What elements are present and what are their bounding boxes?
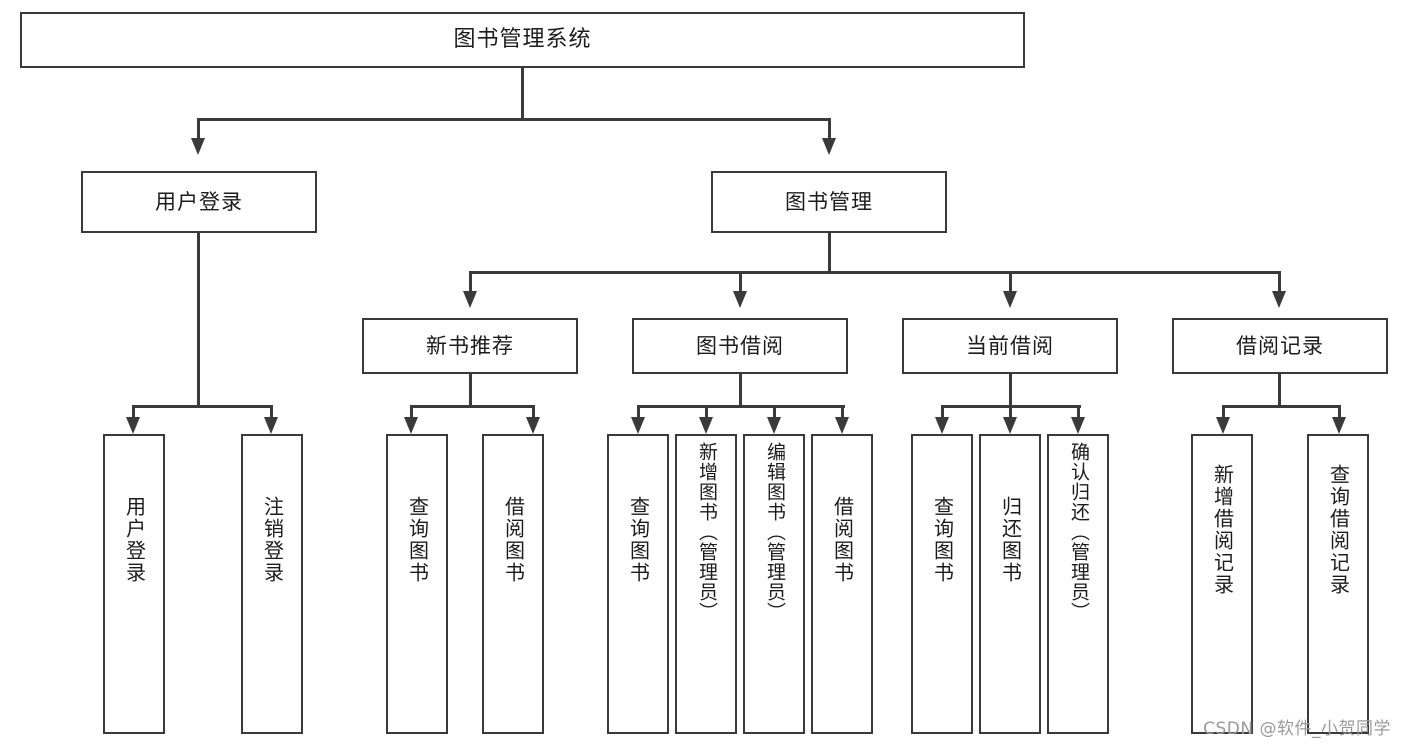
leaf-borrow-book[interactable]: 借阅图书	[811, 434, 873, 734]
watermark: CSDN @软件_小贺同学	[1203, 719, 1391, 739]
leaf-add-borrow-record[interactable]: 新增借阅记录	[1191, 434, 1253, 734]
leaf-query-borrow-record[interactable]: 查询借阅记录	[1307, 434, 1369, 734]
connector-user-login-bus	[132, 405, 270, 408]
connector-drop-current-borrow	[1009, 271, 1012, 293]
leaf-label: 注销登录	[260, 496, 285, 584]
leaf-user-logout[interactable]: 注销登录	[241, 434, 303, 734]
connector-drop-leaf-confirm-return	[1077, 405, 1080, 419]
leaf-edit-book[interactable]: 编辑图书（管理员）	[743, 434, 805, 734]
connector-new-book-recommend-stem	[469, 374, 472, 407]
arrow-user-login	[191, 138, 205, 155]
leaf-return-book[interactable]: 归还图书	[979, 434, 1041, 734]
node-label: 图书管理系统	[453, 27, 592, 53]
arrow-leaf-edit-book	[767, 417, 781, 434]
connector-drop-user-login	[197, 118, 200, 140]
connector-book-borrow-bus	[637, 405, 845, 408]
connector-drop-leaf-add-book	[705, 405, 708, 419]
leaf-label: 新增图书（管理员）	[695, 442, 718, 622]
connector-drop-leaf-query-book-3	[941, 405, 944, 419]
arrow-new-book-recommend	[463, 291, 477, 308]
arrow-leaf-confirm-return	[1071, 417, 1085, 434]
arrow-leaf-borrow-book-2	[835, 417, 849, 434]
leaf-add-book[interactable]: 新增图书（管理员）	[675, 434, 737, 734]
node-borrow-record[interactable]: 借阅记录	[1172, 318, 1388, 374]
leaf-label: 借阅图书	[830, 496, 855, 584]
node-label: 借阅记录	[1236, 333, 1324, 358]
connector-root-stem	[521, 68, 524, 119]
arrow-leaf-user-logout	[264, 417, 278, 434]
arrow-leaf-borrow-book-1	[526, 417, 540, 434]
connector-drop-leaf-user-logout	[270, 405, 273, 419]
leaf-label: 用户登录	[122, 496, 147, 584]
leaf-label: 借阅图书	[501, 496, 526, 584]
node-current-borrow[interactable]: 当前借阅	[902, 318, 1118, 374]
leaf-label: 查询借阅记录	[1326, 464, 1351, 596]
connector-drop-leaf-add-record	[1222, 405, 1225, 419]
arrow-book-management	[822, 138, 836, 155]
connector-drop-book-management	[828, 118, 831, 140]
connector-current-borrow-stem	[1009, 374, 1012, 407]
connector-book-management-stem	[828, 233, 831, 273]
leaf-user-login[interactable]: 用户登录	[103, 434, 165, 734]
connector-drop-leaf-return-book	[1009, 405, 1012, 419]
leaf-label: 确认归还（管理员）	[1067, 442, 1090, 622]
connector-drop-leaf-edit-book	[773, 405, 776, 419]
arrow-leaf-query-book-1	[404, 417, 418, 434]
arrow-leaf-query-book-3	[935, 417, 949, 434]
connector-borrow-record-bus	[1222, 405, 1340, 408]
leaf-label: 归还图书	[998, 496, 1023, 584]
connector-drop-leaf-query-book-1	[410, 405, 413, 419]
node-book-management[interactable]: 图书管理	[711, 171, 947, 233]
arrow-leaf-add-record	[1216, 417, 1230, 434]
connector-drop-leaf-borrow-book-2	[841, 405, 844, 419]
arrow-current-borrow	[1003, 291, 1017, 308]
connector-drop-leaf-borrow-book-1	[532, 405, 535, 419]
connector-drop-borrow-record	[1278, 271, 1281, 293]
leaf-confirm-return[interactable]: 确认归还（管理员）	[1047, 434, 1109, 734]
arrow-leaf-query-book-2	[631, 417, 645, 434]
arrow-leaf-return-book	[1003, 417, 1017, 434]
leaf-label: 编辑图书（管理员）	[763, 442, 786, 622]
node-user-login[interactable]: 用户登录	[81, 171, 317, 233]
arrow-book-borrow	[733, 291, 747, 308]
connector-book-borrow-stem	[739, 374, 742, 407]
arrow-borrow-record	[1272, 291, 1286, 308]
leaf-query-book-new-recommend[interactable]: 查询图书	[386, 434, 448, 734]
connector-drop-new-book-recommend	[469, 271, 472, 293]
connector-root-bus	[197, 118, 830, 121]
node-book-borrow[interactable]: 图书借阅	[632, 318, 848, 374]
connector-drop-leaf-query-record	[1338, 405, 1341, 419]
node-label: 用户登录	[155, 189, 243, 214]
node-label: 新书推荐	[426, 333, 514, 358]
connector-drop-leaf-query-book-2	[637, 405, 640, 419]
leaf-query-book-current[interactable]: 查询图书	[911, 434, 973, 734]
arrow-leaf-user-login	[126, 417, 140, 434]
leaf-label: 查询图书	[626, 496, 651, 584]
connector-level3-bus	[469, 271, 1281, 274]
connector-drop-leaf-user-login	[132, 405, 135, 419]
node-label: 当前借阅	[966, 333, 1054, 358]
node-label: 图书借阅	[696, 333, 784, 358]
leaf-borrow-book-new-recommend[interactable]: 借阅图书	[482, 434, 544, 734]
connector-drop-book-borrow	[739, 271, 742, 293]
connector-user-login-stem	[197, 233, 200, 407]
leaf-query-book-borrow[interactable]: 查询图书	[607, 434, 669, 734]
leaf-label: 查询图书	[930, 496, 955, 584]
node-label: 图书管理	[785, 189, 873, 214]
leaf-label: 查询图书	[405, 496, 430, 584]
leaf-label: 新增借阅记录	[1210, 464, 1235, 596]
arrow-leaf-add-book	[699, 417, 713, 434]
connector-new-book-recommend-bus	[410, 405, 534, 408]
connector-borrow-record-stem	[1278, 374, 1281, 407]
arrow-leaf-query-record	[1332, 417, 1346, 434]
node-new-book-recommend[interactable]: 新书推荐	[362, 318, 578, 374]
node-root-system[interactable]: 图书管理系统	[20, 12, 1025, 68]
